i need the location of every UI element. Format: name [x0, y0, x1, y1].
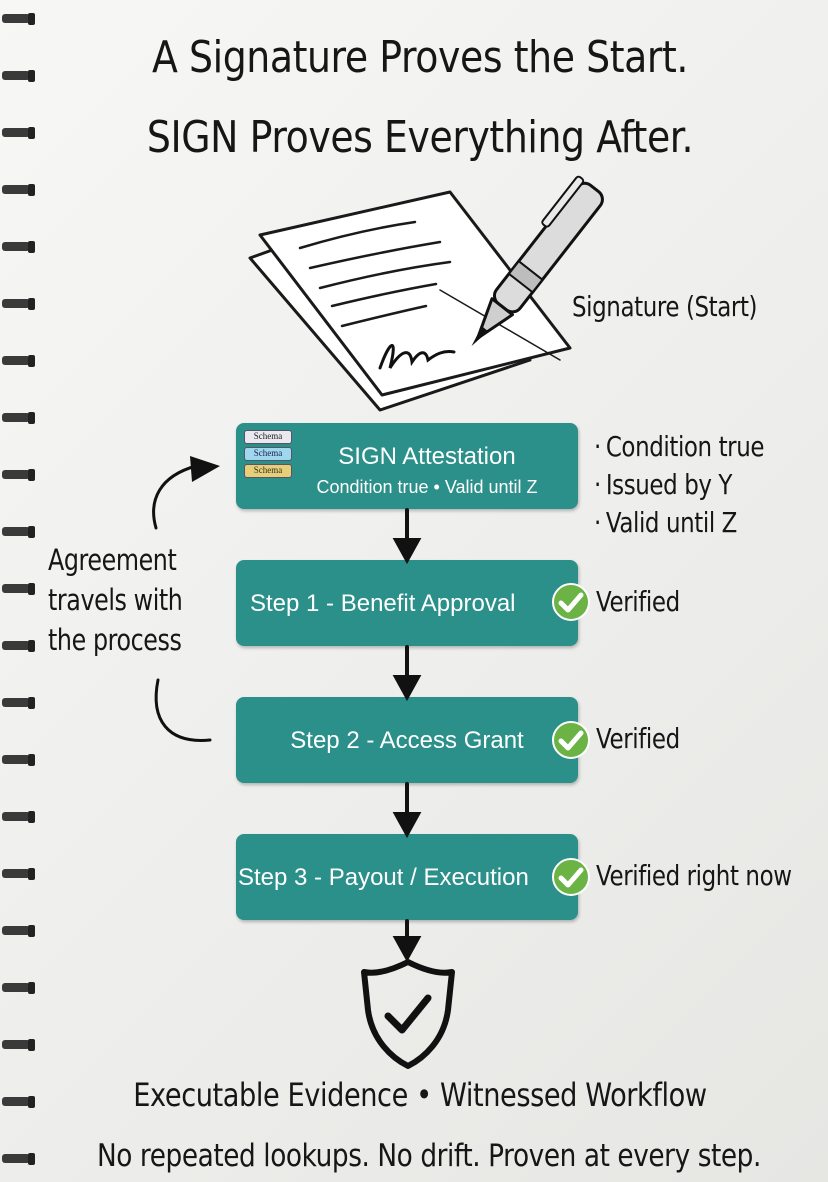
binding-ring — [2, 1040, 30, 1049]
title-line-2: SIGN Proves Everything After. — [146, 112, 694, 163]
signature-start-label: Signature (Start) — [572, 290, 758, 323]
binding-hole — [28, 868, 35, 880]
binding-ring — [2, 71, 30, 80]
step-1-status: Verified — [596, 585, 680, 618]
pen-icon — [471, 175, 604, 347]
note-line: the process — [48, 623, 182, 657]
signature-scribble — [378, 344, 456, 370]
binding-hole — [28, 298, 35, 310]
step-2-status: Verified — [596, 722, 680, 755]
footer-tagline: Executable Evidence • Witnessed Workflow — [133, 1076, 707, 1114]
signed-document-icon — [248, 175, 604, 412]
footer-summary: No repeated lookups. No drift. Proven at… — [97, 1138, 761, 1174]
schema-chip: Schema — [244, 464, 292, 478]
title-line-1: A Signature Proves the Start. — [151, 32, 689, 83]
binding-hole — [28, 1096, 35, 1108]
step-2-label: Step 2 - Access Grant — [290, 727, 524, 754]
step-2-box: Step 2 - Access Grant — [236, 697, 578, 783]
binding-ring — [2, 869, 30, 878]
binding-hole — [28, 583, 35, 595]
schema-chips: Schema Schema Schema — [244, 430, 292, 481]
check-circle-icon — [552, 858, 590, 896]
binding-hole — [28, 241, 35, 253]
binding-ring — [2, 698, 30, 707]
binding-hole — [28, 640, 35, 652]
binding-hole — [28, 925, 35, 937]
loop-arrow-head — [190, 456, 220, 482]
arrow-head — [392, 812, 422, 839]
binding-ring — [2, 527, 30, 536]
binding-hole — [28, 982, 35, 994]
binding-ring — [2, 1154, 30, 1163]
binding-hole — [28, 1153, 35, 1165]
binding-hole — [28, 13, 35, 25]
binding-hole — [28, 754, 35, 766]
bullet-validity: Valid until Z — [594, 504, 764, 542]
bullet-issuer: Issued by Y — [594, 466, 764, 504]
check-circle-icon — [552, 583, 590, 621]
sign-attestation-box: Schema Schema Schema SIGN Attestation Co… — [236, 423, 578, 509]
binding-ring — [2, 128, 30, 137]
binding-hole — [28, 355, 35, 367]
binding-hole — [28, 412, 35, 424]
binding-hole — [28, 127, 35, 139]
step-3-status: Verified right now — [596, 859, 792, 892]
binding-ring — [2, 413, 30, 422]
shield-check-icon — [361, 959, 455, 1069]
arrow-head — [392, 538, 422, 565]
binding-hole — [28, 697, 35, 709]
binding-ring — [2, 242, 30, 251]
step-3-box: Step 3 - Payout / Execution — [236, 834, 578, 920]
note-line: travels with — [48, 583, 183, 617]
check-circle-icon — [552, 721, 590, 759]
binding-ring — [2, 641, 30, 650]
attestation-bullets: Condition true Issued by Y Valid until Z — [594, 428, 801, 542]
attestation-title: SIGN Attestation — [338, 443, 516, 470]
agreement-travels-note: Agreement travels with the process — [48, 540, 183, 660]
step-1-box: Step 1 - Benefit Approval — [236, 560, 578, 646]
schema-chip: Schema — [244, 447, 292, 461]
arrow-head — [392, 675, 422, 702]
step-3-label: Step 3 - Payout / Execution — [238, 864, 529, 891]
arrow-head — [392, 936, 422, 963]
binding-ring — [2, 755, 30, 764]
step-1-label: Step 1 - Benefit Approval — [250, 590, 516, 617]
attestation-subtitle: Condition true • Valid until Z — [316, 477, 538, 497]
binding-hole — [28, 526, 35, 538]
schema-chip: Schema — [244, 430, 292, 444]
spiral-binding — [2, 13, 35, 1165]
binding-ring — [2, 299, 30, 308]
binding-hole — [28, 469, 35, 481]
binding-ring — [2, 185, 30, 194]
binding-ring — [2, 356, 30, 365]
binding-ring — [2, 926, 30, 935]
binding-ring — [2, 812, 30, 821]
binding-hole — [28, 184, 35, 196]
binding-hole — [28, 811, 35, 823]
note-line: Agreement — [48, 543, 177, 577]
binding-hole — [28, 70, 35, 82]
binding-ring — [2, 584, 30, 593]
binding-ring — [2, 1097, 30, 1106]
binding-ring — [2, 983, 30, 992]
binding-hole — [28, 1039, 35, 1051]
bullet-condition: Condition true — [594, 428, 765, 466]
binding-ring — [2, 14, 30, 23]
binding-ring — [2, 470, 30, 479]
